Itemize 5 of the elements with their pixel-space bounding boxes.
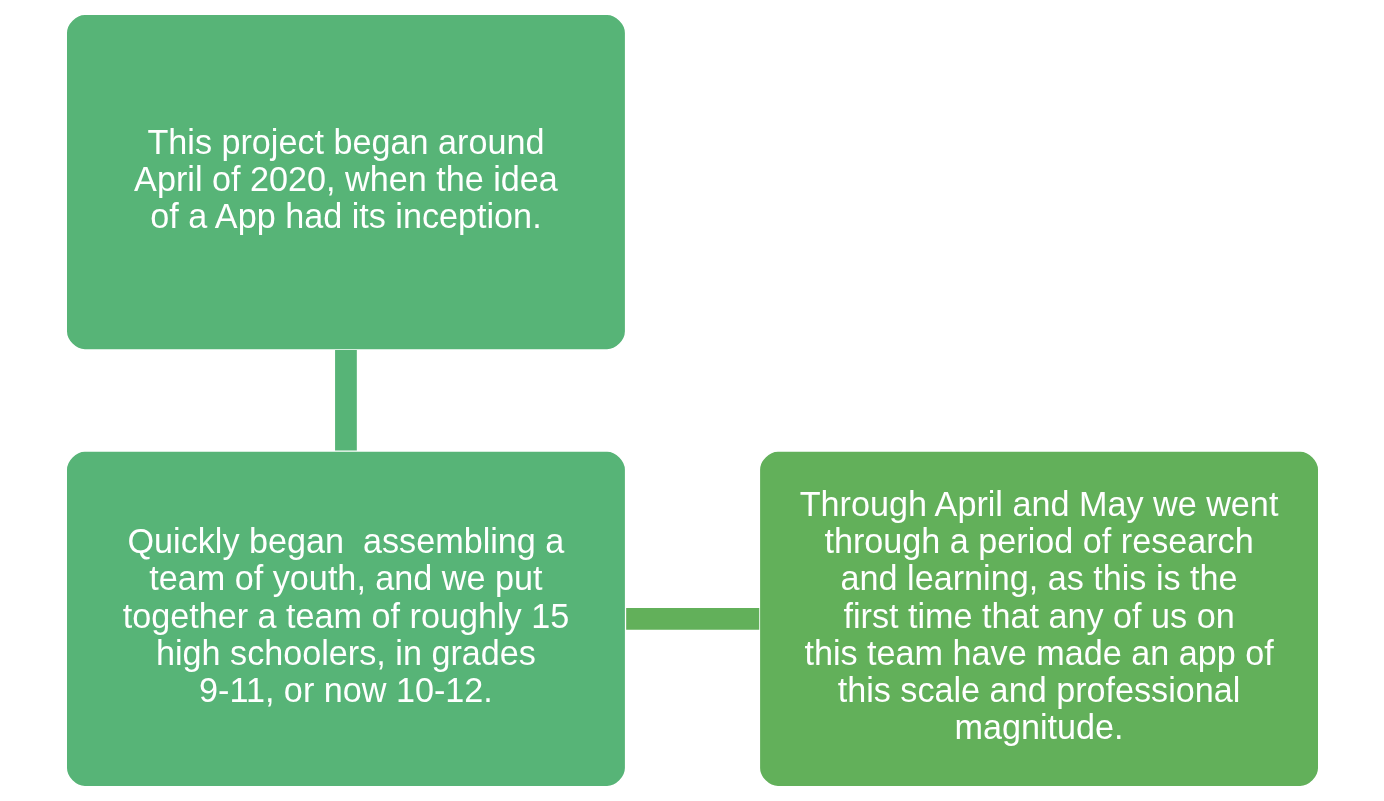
connector <box>334 350 357 451</box>
connector <box>625 607 759 630</box>
node-box: Quickly began assembling a team of youth, and we put together a team of roughly 15 high schoolers, in grades 9-11, or now 10-12. <box>64 450 626 788</box>
node-box: Through April and May we went through a period of research and learning, as this is the first time that any of us on this team have made an app of this scale and professional magnitude. <box>758 450 1320 788</box>
node-box: This project began around April of 2020, when the idea of a App had its inception. <box>64 13 626 351</box>
